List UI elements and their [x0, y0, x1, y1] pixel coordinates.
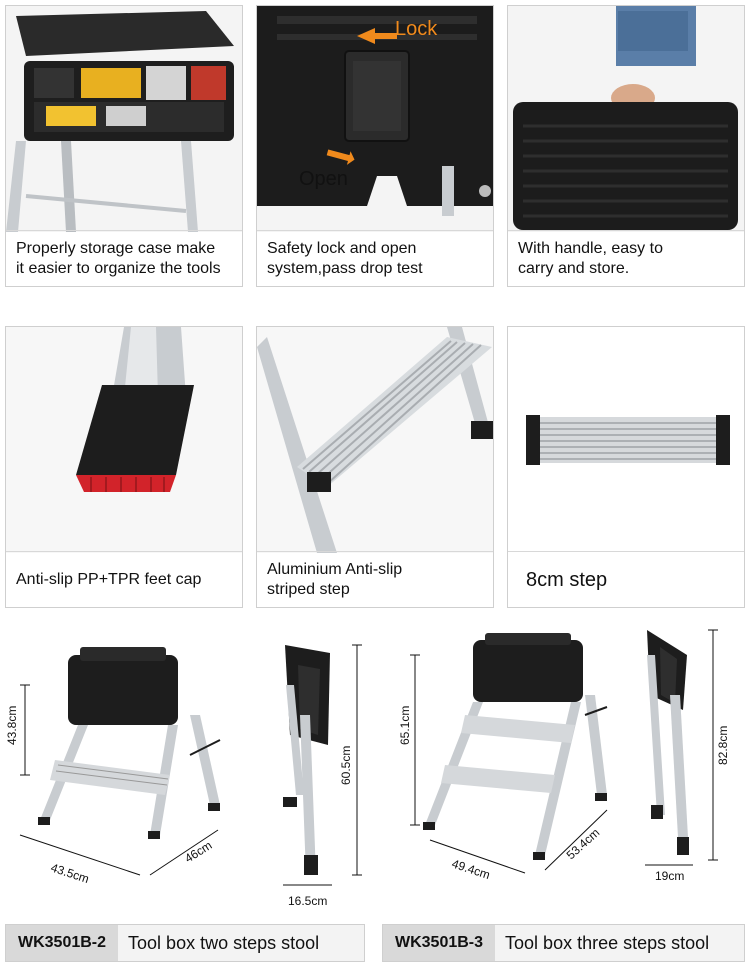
- lock-label: Lock: [395, 18, 438, 40]
- feature-card-storage: Properly storage case make it easier to …: [5, 5, 243, 287]
- model-bar-two-step: WK3501B-2 Tool box two steps stool: [5, 924, 365, 962]
- feature-caption: Aluminium Anti-slip striped step: [257, 551, 493, 607]
- dim-folded-depth-label: 19cm: [655, 869, 684, 883]
- dim-depth-label: 53.4cm: [564, 825, 603, 862]
- dimension-drawing-three-step: 65.1cm 49.4cm 53.4cm 82.8cm 19cm: [398, 629, 730, 883]
- dim-width-label: 49.4cm: [450, 857, 492, 882]
- feature-caption: With handle, easy to carry and store.: [508, 230, 744, 286]
- dim-width-label: 43.5cm: [49, 861, 91, 886]
- feature-caption: Anti-slip PP+TPR feet cap: [6, 551, 242, 607]
- model-name: Tool box three steps stool: [505, 932, 710, 953]
- dim-depth-label: 46cm: [182, 838, 214, 865]
- feet-cap-photo: [6, 327, 242, 553]
- feature-caption: Safety lock and open system,pass drop te…: [257, 230, 493, 286]
- model-name: Tool box two steps stool: [128, 932, 320, 953]
- dim-height-label: 43.8cm: [5, 706, 19, 745]
- dim-folded-height-label: 82.8cm: [716, 726, 730, 765]
- feature-card-feet: Anti-slip PP+TPR feet cap: [5, 326, 243, 608]
- dim-folded-height-label: 60.5cm: [339, 746, 353, 785]
- feature-card-handle: With handle, easy to carry and store.: [507, 5, 745, 287]
- feature-caption: Properly storage case make it easier to …: [6, 230, 242, 286]
- model-code: WK3501B-3: [383, 925, 496, 961]
- toolbox-open-photo: [6, 6, 242, 232]
- striped-step-photo: [257, 327, 493, 553]
- dim-height-label: 65.1cm: [398, 706, 412, 745]
- open-label: Open: [299, 168, 348, 190]
- feature-card-step: Aluminium Anti-slip striped step: [256, 326, 494, 608]
- dim-folded-depth-label: 16.5cm: [288, 894, 327, 908]
- feature-card-lock: Lock Open Safety lock and open system,pa…: [256, 5, 494, 287]
- model-code: WK3501B-2: [6, 925, 119, 961]
- feature-card-8cm: 8cm step: [507, 326, 745, 608]
- model-bar-three-step: WK3501B-3 Tool box three steps stool: [382, 924, 745, 962]
- step-topview-photo: [508, 327, 744, 553]
- lock-closeup-photo: Lock Open: [257, 6, 493, 232]
- feature-caption: 8cm step: [508, 551, 744, 607]
- handle-carry-photo: [508, 6, 744, 232]
- dimension-drawing-two-step: 43.8cm 43.5cm 46cm 60.5cm 16.5cm: [5, 644, 362, 908]
